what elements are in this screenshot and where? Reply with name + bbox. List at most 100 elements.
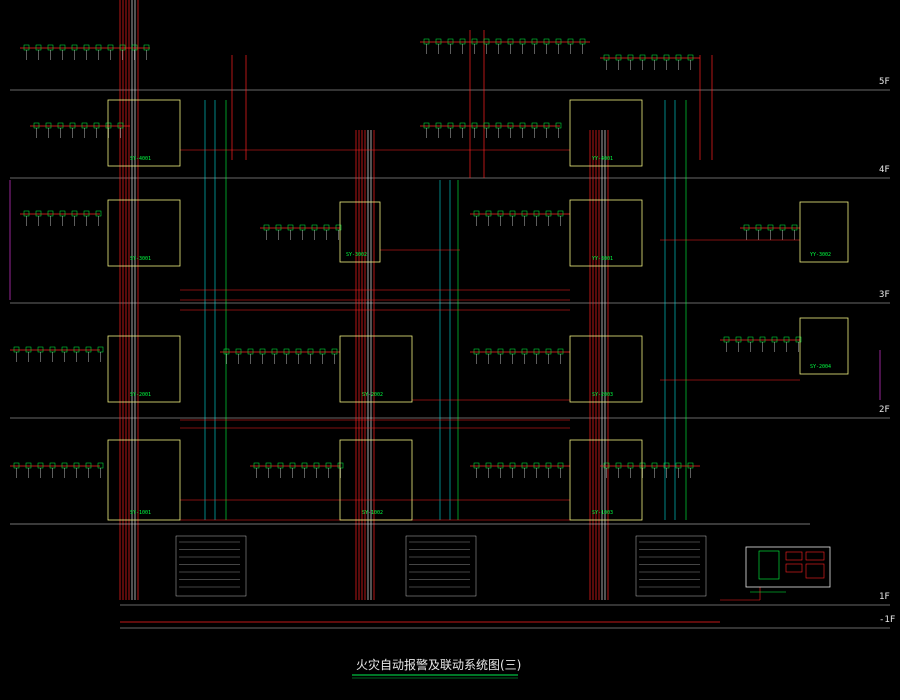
device-symbol bbox=[543, 122, 550, 129]
device-symbol bbox=[49, 346, 56, 353]
device-symbol bbox=[615, 54, 622, 61]
device-symbol bbox=[531, 122, 538, 129]
device-symbol bbox=[615, 462, 622, 469]
device-symbol bbox=[247, 348, 254, 355]
device-symbol bbox=[13, 462, 20, 469]
device-symbol bbox=[483, 38, 490, 45]
device-symbol bbox=[651, 462, 658, 469]
device-symbol bbox=[47, 44, 54, 51]
drawing-title: 火灾自动报警及联动系统图(三) bbox=[352, 657, 521, 679]
device-symbol bbox=[23, 210, 30, 217]
device-symbol bbox=[735, 336, 742, 343]
device-symbol bbox=[473, 348, 480, 355]
floor-label: 3F bbox=[879, 290, 890, 300]
device-symbol bbox=[263, 224, 270, 231]
device-symbol bbox=[117, 122, 124, 129]
device-symbol bbox=[85, 462, 92, 469]
device-symbol bbox=[507, 38, 514, 45]
device-symbol bbox=[35, 210, 42, 217]
device-symbol bbox=[791, 224, 798, 231]
device-symbol bbox=[283, 348, 290, 355]
device-symbol bbox=[627, 54, 634, 61]
device-symbol bbox=[73, 346, 80, 353]
device-symbol bbox=[143, 44, 150, 51]
legend-inner bbox=[758, 550, 780, 580]
device-symbol bbox=[435, 122, 442, 129]
device-symbol bbox=[519, 38, 526, 45]
device-symbol bbox=[131, 44, 138, 51]
device-symbol bbox=[533, 210, 540, 217]
device-symbol bbox=[675, 462, 682, 469]
device-symbol bbox=[49, 462, 56, 469]
device-symbol bbox=[509, 348, 516, 355]
device-symbol bbox=[497, 348, 504, 355]
floor-label: 1F bbox=[879, 592, 890, 602]
device-symbol bbox=[299, 224, 306, 231]
device-symbol bbox=[61, 346, 68, 353]
device-symbol bbox=[497, 210, 504, 217]
device-symbol bbox=[311, 224, 318, 231]
device-symbol bbox=[771, 336, 778, 343]
device-symbol bbox=[275, 224, 282, 231]
device-symbol bbox=[95, 44, 102, 51]
device-symbol bbox=[471, 38, 478, 45]
device-symbol bbox=[483, 122, 490, 129]
device-symbol bbox=[509, 462, 516, 469]
device-symbol bbox=[13, 346, 20, 353]
legend-frame bbox=[745, 546, 831, 588]
device-symbol bbox=[567, 38, 574, 45]
device-symbol bbox=[45, 122, 52, 129]
legend-red-block bbox=[805, 551, 825, 561]
device-symbol bbox=[59, 44, 66, 51]
panel-box bbox=[569, 439, 643, 521]
panel-label: SY-2004 bbox=[810, 364, 831, 370]
device-symbol bbox=[323, 224, 330, 231]
device-symbol bbox=[271, 348, 278, 355]
device-symbol bbox=[25, 346, 32, 353]
device-symbol bbox=[557, 348, 564, 355]
device-symbol bbox=[723, 336, 730, 343]
panel-box bbox=[799, 317, 849, 375]
device-symbol bbox=[105, 122, 112, 129]
vertical-buses bbox=[9, 0, 881, 600]
note-box bbox=[405, 535, 477, 597]
panel-label: SY-1003 bbox=[592, 510, 613, 516]
panel-label: YY-4001 bbox=[592, 156, 613, 162]
device-symbol bbox=[507, 122, 514, 129]
legend-red-block bbox=[805, 563, 825, 579]
panel-boxes bbox=[107, 99, 849, 521]
panel-box bbox=[107, 199, 181, 267]
device-symbol bbox=[69, 122, 76, 129]
device-symbol bbox=[521, 348, 528, 355]
device-symbol bbox=[287, 224, 294, 231]
device-symbol bbox=[783, 336, 790, 343]
device-symbol bbox=[687, 462, 694, 469]
device-symbol bbox=[759, 336, 766, 343]
device-symbol bbox=[71, 210, 78, 217]
panel-box bbox=[107, 99, 181, 167]
panel-label: SY-1001 bbox=[130, 510, 151, 516]
panel-box bbox=[799, 201, 849, 263]
panel-box bbox=[107, 335, 181, 403]
device-symbol bbox=[83, 210, 90, 217]
device-symbol bbox=[651, 54, 658, 61]
device-symbol bbox=[509, 210, 516, 217]
device-symbol bbox=[687, 54, 694, 61]
device-symbol bbox=[579, 38, 586, 45]
device-symbol bbox=[555, 38, 562, 45]
device-symbol bbox=[95, 210, 102, 217]
device-symbol bbox=[223, 348, 230, 355]
device-symbol bbox=[23, 44, 30, 51]
device-symbol bbox=[675, 54, 682, 61]
device-symbol bbox=[779, 224, 786, 231]
device-symbol bbox=[319, 348, 326, 355]
drawing-title-text: 火灾自动报警及联动系统图(三) bbox=[356, 657, 521, 672]
device-symbol bbox=[521, 210, 528, 217]
device-symbol bbox=[265, 462, 272, 469]
panel-label: SY-3001 bbox=[130, 256, 151, 262]
device-symbol bbox=[423, 122, 430, 129]
device-symbol bbox=[639, 54, 646, 61]
